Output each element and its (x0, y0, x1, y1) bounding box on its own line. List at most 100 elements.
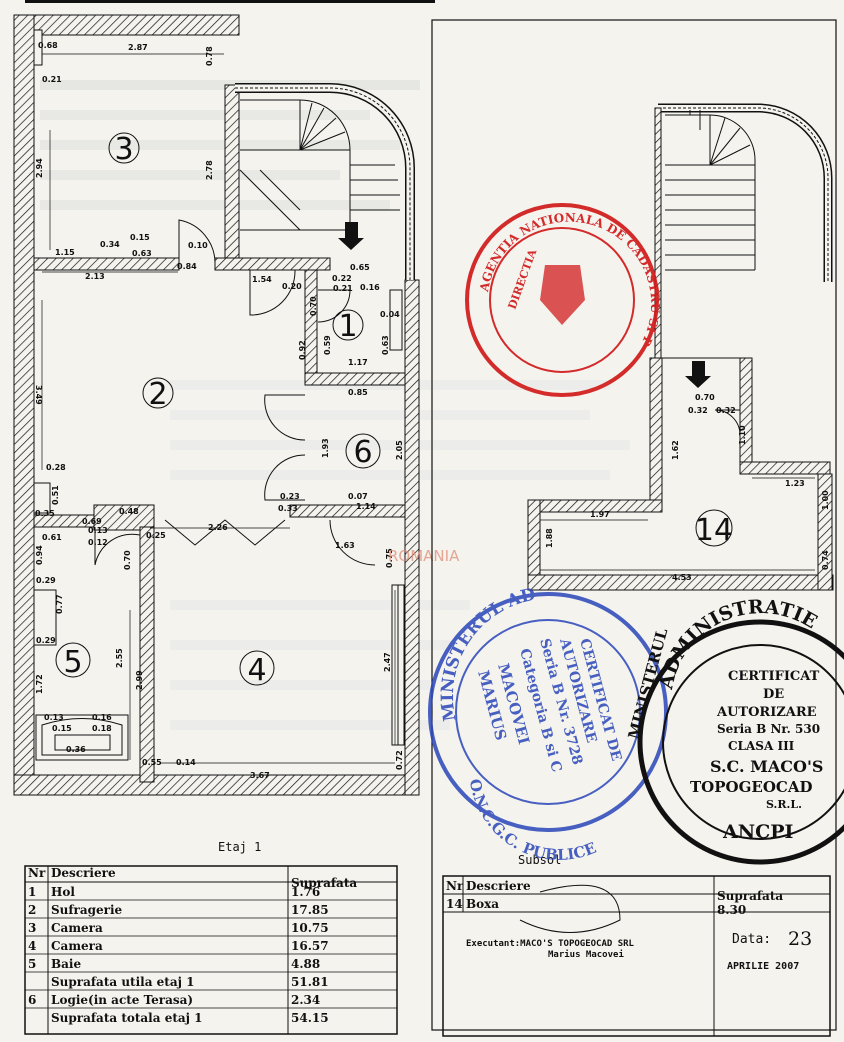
dim-label: 1.10 (738, 425, 747, 445)
table-cell-nr: 2 (28, 903, 36, 917)
dim-label: 0.15 (130, 233, 150, 242)
dim-label: 1.00 (821, 490, 830, 510)
floor1-plan: 1 2 3 4 5 6 2.87 0.78 0.68 0.21 2.94 2.7… (13, 14, 711, 796)
ghost-background-text (40, 80, 630, 730)
table-cell-desc: Suprafata totala etaj 1 (51, 1011, 203, 1025)
dim-label: 2.94 (35, 158, 44, 178)
dim-label: 0.72 (395, 750, 404, 770)
table-header-area: Suprafata (291, 876, 357, 890)
table-cell-area: 16.57 (291, 939, 329, 953)
table-header-desc: Descriere (466, 879, 531, 893)
room-label-5: 5 (63, 645, 82, 680)
dim-label: 0.48 (119, 507, 139, 516)
dim-label: 2.55 (115, 648, 124, 668)
dim-label: 1.93 (321, 438, 330, 458)
top-border-line (25, 0, 435, 3)
dim-label: 0.77 (55, 594, 64, 614)
svg-text:ANCPI: ANCPI (722, 821, 794, 843)
svg-text:S.R.L.: S.R.L. (766, 798, 802, 811)
basement-plan: 14 0.70 0.32 0.32 1.62 1.10 1.23 1.00 1.… (431, 19, 837, 1031)
dim-label: 1.23 (785, 479, 805, 488)
dim-label: 0.13 (44, 713, 64, 722)
dim-label: 1.97 (590, 510, 610, 519)
dim-label: 1.15 (55, 248, 75, 257)
executant-company: Executant:MACO'S TOPOGEOCAD SRL (466, 939, 635, 949)
svg-text:TOPOGEOCAD: TOPOGEOCAD (690, 778, 812, 796)
svg-text:DE: DE (763, 687, 784, 702)
dim-label: 2.13 (85, 272, 105, 281)
table-cell-desc: Sufragerie (51, 903, 123, 917)
table-cell-area: 8.30 (717, 903, 746, 917)
dim-label: 0.22 (332, 274, 352, 283)
dim-label: 0.70 (309, 296, 318, 316)
dim-label: 0.04 (380, 310, 400, 319)
date-day: 23 (788, 928, 812, 950)
dim-label: 0.15 (52, 724, 72, 733)
dim-label: 0.61 (42, 533, 62, 542)
room-label-14: 14 (695, 513, 733, 548)
table-cell-area: 10.75 (291, 921, 329, 935)
table-cell-desc: Suprafata utila etaj 1 (51, 975, 194, 989)
table-cell-desc: Camera (51, 939, 103, 953)
dim-label: 0.16 (360, 283, 380, 292)
date-label: Data: (732, 932, 771, 947)
table-cell-nr: 6 (28, 993, 36, 1007)
dim-label: 0.70 (695, 393, 715, 402)
dim-label: 0.63 (132, 249, 152, 258)
room-label-2: 2 (148, 377, 167, 412)
room-label-1: 1 (338, 309, 357, 344)
dim-label: 0.23 (280, 492, 300, 501)
dim-label: 2.78 (205, 160, 214, 180)
table-cell-desc: Boxa (466, 897, 499, 911)
dim-label: 0.14 (176, 758, 196, 767)
dim-label: 1.17 (348, 358, 368, 367)
table-cell-area: 2.34 (291, 993, 320, 1007)
executant-name: Marius Macovei (548, 949, 624, 960)
table-cell-area: 1.76 (291, 885, 320, 899)
table-cell-desc: Camera (51, 921, 103, 935)
dim-label: 2.99 (135, 670, 144, 690)
dim-label: 2.26 (208, 523, 228, 532)
dim-label: 0.70 (123, 550, 132, 570)
table-cell-nr: 1 (28, 885, 36, 899)
dim-label: 0.33 (278, 504, 298, 513)
dim-label: 1.14 (356, 502, 376, 511)
floor1-caption: Etaj 1 (218, 840, 261, 854)
dim-label: 0.21 (333, 284, 353, 293)
dim-label: 2.87 (128, 43, 148, 52)
table-cell-nr: 4 (28, 939, 36, 953)
dim-label: 0.29 (36, 636, 56, 645)
dim-label: 0.69 (82, 517, 102, 526)
basement-area-table: Nr Descriere Suprafata 14 Boxa 8.30 Exec… (442, 875, 831, 1037)
dim-label: 0.32 (688, 406, 708, 415)
dim-label: 0.12 (88, 538, 108, 547)
table-cell-area: 17.85 (291, 903, 329, 917)
table-header-area: Suprafata (717, 889, 783, 903)
table-cell-nr: 3 (28, 921, 36, 935)
dim-label: 0.35 (35, 509, 55, 518)
dim-label: 1.72 (35, 674, 44, 694)
svg-text:CLASA III: CLASA III (728, 739, 795, 753)
table-cell-area: 51.81 (291, 975, 329, 989)
signature-mark (519, 884, 621, 933)
dim-label: 0.84 (177, 262, 197, 271)
table-cell-area: 4.88 (291, 957, 320, 971)
dim-label: 0.51 (51, 485, 60, 505)
table-cell-nr: 5 (28, 957, 36, 971)
dim-label: 0.59 (323, 335, 332, 355)
basement-dimensions: 0.70 0.32 0.32 1.62 1.10 1.23 1.00 1.97 … (545, 393, 830, 582)
dim-label: 0.63 (381, 335, 390, 355)
dim-label: 0.18 (92, 724, 112, 733)
date-month-year: APRILIE 2007 (727, 961, 799, 972)
black-company-stamp: ADMINISTRATIE CERTIFICAT DE AUTORIZARE S… (624, 596, 844, 865)
dim-label: 0.92 (298, 340, 307, 360)
dim-label: 0.25 (146, 531, 166, 540)
dim-label: 0.55 (142, 758, 162, 767)
svg-text:CERTIFICAT: CERTIFICAT (728, 669, 820, 684)
svg-text:DIRECTIA: DIRECTIA (506, 247, 540, 311)
dim-label: 0.20 (282, 282, 302, 291)
dim-label: 3.67 (250, 771, 270, 780)
dim-label: 0.16 (92, 713, 112, 722)
